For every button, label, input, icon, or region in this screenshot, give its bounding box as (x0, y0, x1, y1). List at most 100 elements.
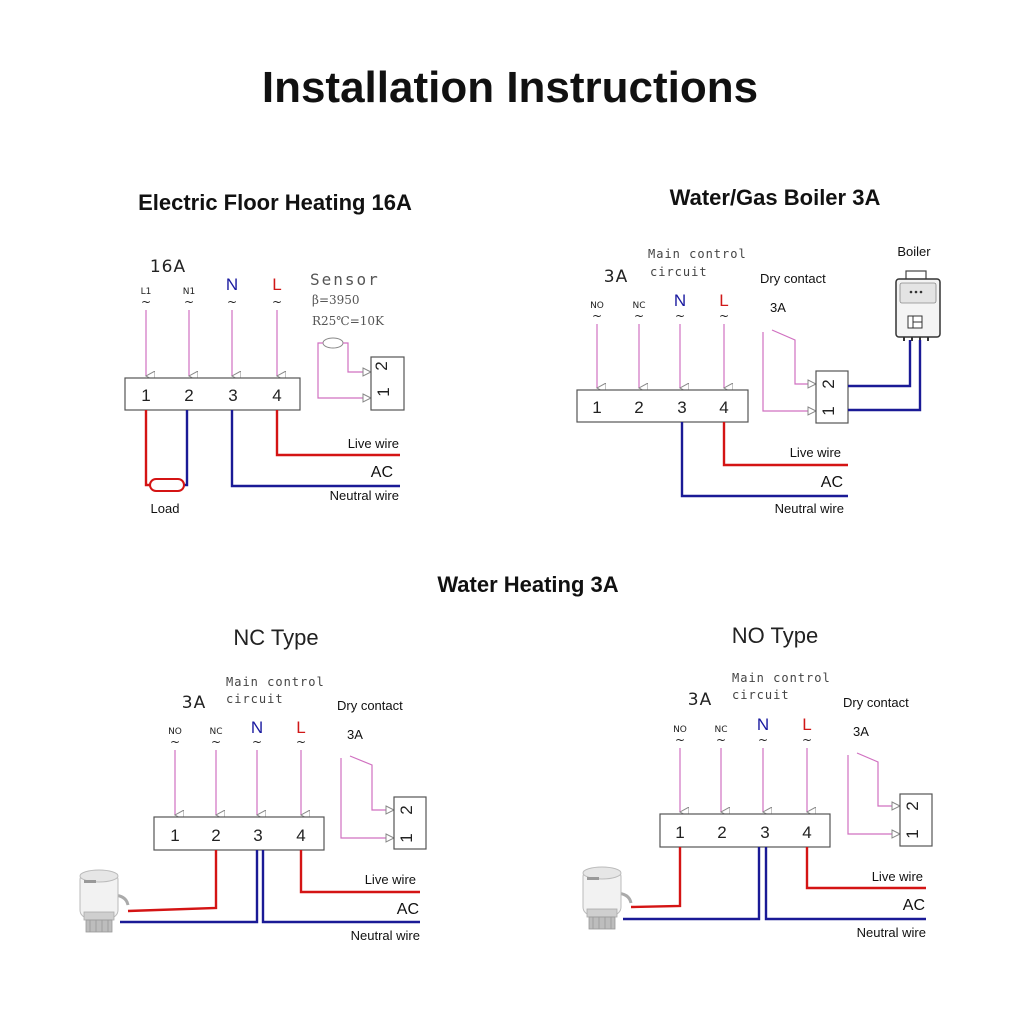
sensor-beta: β=3950 (312, 293, 360, 307)
tilde-symbol: ~ (716, 733, 726, 747)
tilde-symbol: ~ (252, 735, 262, 749)
boiler-main-control-line2: circuit (650, 265, 708, 279)
boiler-dry-contact: Dry contact (760, 271, 826, 286)
floor-live-wire-label: Live wire (348, 436, 399, 451)
nc-neutral-wire-label: Neutral wire (351, 928, 420, 943)
boiler-rating: 3A (604, 267, 628, 287)
terminal-number: 2 (717, 823, 726, 842)
nc-ac-label: AC (397, 901, 419, 918)
no-dry-contact: Dry contact (843, 695, 909, 710)
tilde-symbol: ~ (634, 309, 644, 323)
tilde-symbol: ~ (170, 735, 180, 749)
terminal-number: 2 (634, 398, 643, 417)
floor-terminal-block (124, 377, 301, 411)
boiler-dry-rating: 3A (770, 300, 786, 315)
terminal-number: 4 (802, 823, 811, 842)
connector-pin: 1 (819, 406, 838, 415)
connector-pin: 2 (397, 805, 416, 814)
no-rating: 3A (688, 690, 712, 710)
connector-pin: 2 (903, 801, 922, 810)
no-main-control: Main control (732, 671, 831, 685)
tilde-symbol: ~ (211, 735, 221, 749)
boiler-dry-contact-connector (815, 370, 849, 424)
nc-main-control-line2: circuit (226, 692, 284, 706)
nc-terminal-n: N (251, 718, 263, 737)
boiler-terminal-l: L (719, 291, 728, 310)
terminal-number: 1 (170, 826, 179, 845)
boiler-ac-label: AC (821, 474, 843, 491)
connector-pin: 2 (819, 379, 838, 388)
nc-type-label: NC Type (233, 625, 318, 650)
no-dry-rating: 3A (853, 724, 869, 739)
floor-rating: 16A (150, 257, 186, 277)
nc-live-wire-label: Live wire (365, 872, 416, 887)
boiler-terminal-n: N (674, 291, 686, 310)
boiler-terminal-no: NO (590, 301, 604, 311)
tilde-symbol: ~ (227, 295, 237, 309)
terminal-number: 1 (141, 386, 150, 405)
no-main-control-line2: circuit (732, 688, 790, 702)
no-type-label: NO Type (732, 623, 818, 648)
tilde-symbol: ~ (184, 295, 194, 309)
terminal-number: 2 (211, 826, 220, 845)
nc-terminal-block (153, 816, 325, 851)
tilde-symbol: ~ (758, 733, 768, 747)
tilde-symbol: ~ (719, 309, 729, 323)
tilde-symbol: ~ (675, 733, 685, 747)
no-live-wire-label: Live wire (872, 869, 923, 884)
no-terminal-no: NO (673, 725, 687, 735)
terminal-number: 3 (760, 823, 769, 842)
thermal-actuator-icon (79, 869, 130, 933)
connector-pin: 1 (397, 833, 416, 842)
terminal-number: 4 (296, 826, 305, 845)
no-neutral-wire-label: Neutral wire (857, 925, 926, 940)
water-nc-diagram: NC Type 3A Main control circuit Dry cont… (79, 625, 427, 943)
floor-ac-label: AC (371, 464, 393, 481)
floor-neutral-wire-label: Neutral wire (330, 488, 399, 503)
floor-terminal-l1: L1 (141, 287, 152, 297)
water-heading: Water Heating 3A (437, 572, 618, 597)
boiler-heading: Water/Gas Boiler 3A (670, 185, 881, 210)
tilde-symbol: ~ (675, 309, 685, 323)
boiler-terminal-block (576, 389, 749, 423)
nc-terminal-nc: NC (209, 727, 222, 737)
boiler-diagram: Water/Gas Boiler 3A 3A Main control circ… (576, 185, 941, 516)
boiler-terminal-nc: NC (632, 301, 645, 311)
floor-terminal-n1: N1 (183, 287, 195, 297)
nc-main-control: Main control (226, 675, 325, 689)
no-dry-contact-connector (899, 793, 933, 847)
tilde-symbol: ~ (296, 735, 306, 749)
no-terminal-l: L (802, 715, 811, 734)
terminal-number: 3 (228, 386, 237, 405)
floor-heading: Electric Floor Heating 16A (138, 190, 412, 215)
tilde-symbol: ~ (141, 295, 151, 309)
no-terminal-nc: NC (714, 725, 727, 735)
boiler-main-control: Main control (648, 247, 747, 261)
terminal-number: 4 (272, 386, 281, 405)
boiler-live-wire-label: Live wire (790, 445, 841, 460)
terminal-number: 2 (184, 386, 193, 405)
connector-pin: 1 (374, 387, 393, 396)
tilde-symbol: ~ (272, 295, 282, 309)
page-title: Installation Instructions (262, 63, 758, 112)
terminal-number: 3 (677, 398, 686, 417)
thermal-actuator-icon (582, 866, 633, 930)
connector-pin: 2 (372, 361, 391, 370)
thermistor-icon (322, 337, 344, 349)
floor-terminal-l: L (272, 275, 281, 294)
terminal-number: 1 (592, 398, 601, 417)
connector-pin: 1 (903, 829, 922, 838)
boiler-neutral-wire-label: Neutral wire (775, 501, 844, 516)
boiler-label: Boiler (897, 244, 931, 259)
nc-dry-contact: Dry contact (337, 698, 403, 713)
terminal-number: 4 (719, 398, 728, 417)
tilde-symbol: ~ (802, 733, 812, 747)
floor-heating-diagram: Electric Floor Heating 16A 16A L1 N1 N L… (124, 190, 412, 516)
water-no-diagram: NO Type 3A Main control circuit Dry cont… (582, 623, 933, 940)
boiler-icon (895, 270, 941, 341)
sensor-connector (370, 356, 405, 411)
load-resistor-icon (149, 478, 185, 492)
nc-terminal-l: L (296, 718, 305, 737)
tilde-symbol: ~ (592, 309, 602, 323)
